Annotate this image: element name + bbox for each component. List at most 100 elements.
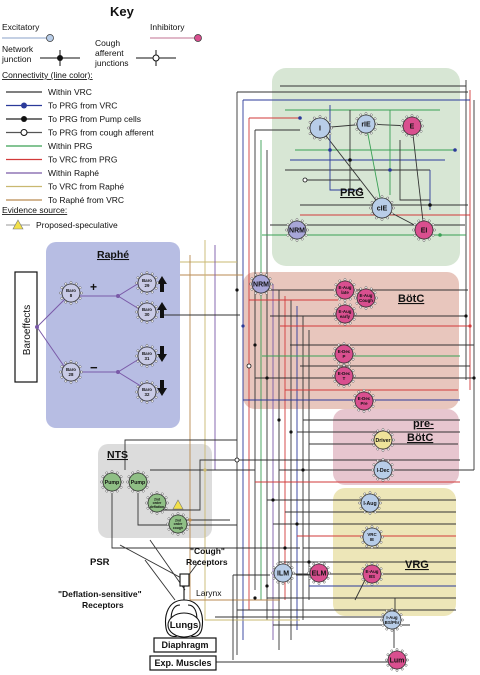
neuron-vrc-ie-body — [362, 527, 382, 547]
synapse-marker — [364, 286, 368, 289]
synapse-marker — [380, 195, 384, 198]
synapse-marker — [272, 566, 276, 570]
inhibitory-label: Inhibitory — [150, 22, 185, 32]
synapse-marker — [154, 305, 158, 309]
synapse-marker — [307, 571, 310, 575]
neuron-edec-p-label: P — [343, 354, 346, 359]
synapse-marker — [317, 561, 321, 564]
synapse-marker — [60, 296, 64, 300]
arrow-up-icon — [157, 276, 167, 292]
synapse-marker — [401, 129, 405, 133]
synapse-marker — [286, 223, 290, 227]
neuron-idec: I-Dec — [371, 458, 395, 482]
neuron-iaug-bsphr-body — [382, 610, 402, 630]
neuron-ilm-label: ILM — [277, 570, 289, 577]
synapse-marker — [110, 470, 114, 473]
neuron-eaug-early-label: early — [340, 314, 351, 319]
synapse-marker — [361, 567, 365, 571]
neuron-2nd-order-deflation-body — [147, 493, 167, 513]
neuron-baro-32-body — [137, 382, 157, 402]
neuron-prg-e-body — [402, 116, 422, 136]
synapse-marker — [369, 131, 373, 135]
synapse-marker — [150, 510, 154, 514]
neuron-prg-ei: EI — [412, 218, 436, 242]
synapse-marker — [373, 399, 376, 403]
synapse-marker — [300, 237, 304, 241]
synapse-marker — [376, 447, 380, 451]
plus-sign: + — [90, 280, 97, 294]
synapse-marker — [386, 216, 390, 220]
synapse-marker — [365, 526, 369, 530]
network-junction-text: Network — [2, 44, 34, 54]
synapse-marker — [140, 301, 144, 305]
synapse-marker — [328, 571, 331, 575]
synapse-marker — [304, 223, 308, 227]
synapse-marker — [375, 581, 379, 585]
synapse-marker — [334, 283, 338, 287]
synapse-marker — [101, 475, 105, 479]
synapse-marker — [372, 443, 376, 447]
synapse-marker — [105, 471, 109, 475]
cough-receptors-label-line1: "Cough" — [190, 546, 225, 556]
connectivity-item-label: Within PRG — [48, 141, 92, 151]
exp-muscles-label: Exp. Muscles — [154, 658, 211, 668]
synapse-marker — [342, 342, 346, 345]
neuron-prg-rie: rIE — [354, 112, 378, 136]
synapse-marker — [136, 491, 140, 494]
synapse-marker — [147, 480, 150, 484]
synapse-marker — [400, 649, 404, 653]
synapse-marker — [421, 124, 424, 128]
synapse-marker — [343, 299, 347, 302]
synapse-marker — [399, 613, 403, 617]
synapse-marker — [364, 307, 368, 310]
synapse-marker — [145, 344, 149, 347]
arrow-down-icon — [157, 380, 167, 396]
synapse-marker — [395, 627, 399, 631]
synapse-marker — [145, 271, 149, 274]
neuron-pump-2: Pump — [126, 470, 150, 494]
synapse-marker — [370, 200, 374, 204]
synapse-marker — [373, 301, 377, 305]
synapse-marker — [354, 312, 357, 316]
synapse-marker — [155, 512, 159, 515]
synapse-marker — [353, 394, 357, 398]
synapse-marker — [281, 582, 285, 585]
neuron-prg-i-label: I — [319, 125, 321, 132]
synapse-marker — [379, 540, 383, 544]
neuron-2nd-order-deflation-label: order — [153, 501, 162, 505]
connectivity-item-label: To PRG from cough afferent — [48, 128, 154, 138]
synapse-marker — [264, 291, 268, 295]
synapse-marker — [154, 315, 158, 319]
neuron-eaug-early-label: E-Aug — [339, 309, 352, 314]
neuron-driver: Driver — [371, 428, 395, 452]
synapse-marker — [399, 623, 403, 627]
neuron-baro-30-label: Baro — [142, 307, 152, 312]
neuron-prg-cie: cIE — [369, 195, 395, 221]
neuron-2nd-order-deflation-label: 2nd — [154, 497, 160, 501]
synapse-marker — [150, 272, 154, 276]
synapse-marker — [60, 365, 64, 369]
synapse-marker — [254, 273, 258, 277]
synapse-marker — [392, 468, 395, 472]
synapse-marker — [185, 527, 189, 531]
neuron-prg-i: I — [307, 115, 333, 141]
synapse-marker — [78, 296, 82, 300]
synapse-marker — [373, 510, 377, 514]
synapse-marker — [338, 321, 342, 325]
synapse-marker — [333, 379, 337, 383]
synapse-marker — [171, 513, 175, 517]
synapse-marker — [351, 357, 355, 361]
diaphragm-label: Diaphragm — [161, 640, 208, 650]
neuron-edec-pre-body — [354, 391, 374, 411]
raphe-junction — [116, 294, 120, 298]
neuron-2nd-order-deflation-label: deflation — [150, 505, 164, 509]
psr-label: PSR — [90, 557, 110, 568]
synapse-marker — [167, 517, 171, 521]
synapse-marker — [328, 132, 332, 136]
neuron-iaug-bsphr-label: BS/Phr — [385, 620, 400, 625]
synapse-marker — [364, 112, 368, 115]
neuron-baro-30-label: 30 — [145, 312, 150, 317]
synapse-marker — [401, 618, 404, 622]
synapse-marker — [324, 136, 328, 140]
